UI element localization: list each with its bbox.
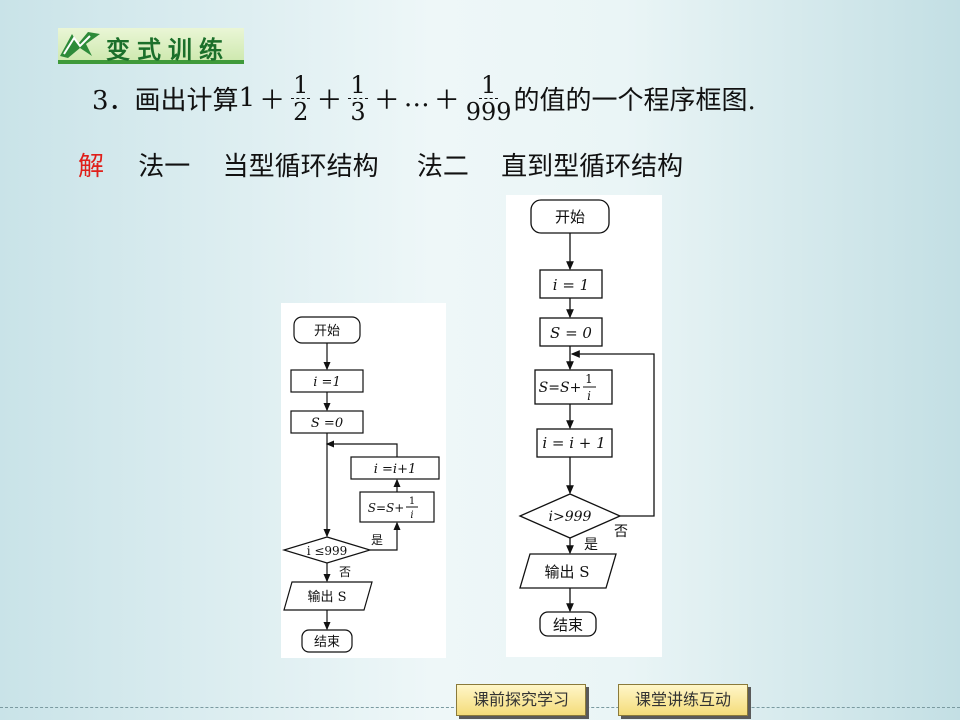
fraction-third: 1 3 — [348, 70, 368, 126]
in-class-practice-button[interactable]: 课堂讲练互动 — [618, 684, 748, 716]
problem-suffix: 的值的一个程序框图. — [513, 85, 756, 116]
update-s-label: S=S+ — [368, 501, 405, 515]
section-banner: 变式训练 — [58, 28, 244, 64]
method-two-desc: 直到型循环结构 — [501, 152, 684, 182]
condition-label: i>999 — [549, 509, 592, 525]
update-i-node — [350, 456, 440, 480]
output-node — [283, 581, 373, 611]
ellipsis: … — [403, 83, 430, 113]
update-s-denominator: i — [410, 510, 413, 521]
solution-label: 解 — [78, 152, 105, 182]
fraction-half: 1 2 — [291, 70, 311, 126]
output-label: 输出 S — [307, 589, 346, 605]
end-node — [539, 611, 597, 637]
fraction-numerator: 1 — [291, 70, 311, 99]
pre-class-study-button[interactable]: 课前探究学习 — [456, 684, 586, 716]
method-one-desc: 当型循环结构 — [222, 152, 379, 182]
update-s-label: S=S+ — [539, 380, 582, 396]
end-label: 结束 — [553, 616, 583, 634]
plus-sign: ＋ — [316, 85, 343, 116]
fraction-numerator: 1 — [348, 70, 368, 99]
output-node — [519, 553, 617, 589]
output-label: 输出 S — [544, 563, 589, 581]
start-label: 开始 — [555, 208, 585, 226]
plus-sign: ＋ — [259, 85, 286, 116]
init-i-node — [539, 269, 603, 299]
init-s-label: S =0 — [311, 416, 343, 431]
yes-label: 是 — [371, 533, 383, 547]
problem-statement: 3． 画出计算 1 ＋ 1 2 ＋ 1 3 ＋ … ＋ 1 999 的值的一个程… — [92, 64, 756, 132]
problem-number: 3． — [92, 85, 135, 116]
no-label: 否 — [614, 524, 628, 540]
fraction-last: 1 999 — [466, 72, 512, 125]
end-node — [301, 629, 353, 653]
leaf-logo-icon — [60, 32, 100, 58]
term-one: 1 — [238, 83, 256, 113]
update-i-label: i =i+1 — [374, 462, 417, 477]
update-s-node — [359, 491, 435, 523]
init-i-label: i =1 — [313, 375, 340, 390]
update-s-denominator: i — [587, 389, 591, 403]
condition-label: i ≤999 — [307, 544, 348, 558]
update-i-label: i = i + 1 — [542, 434, 605, 452]
update-i-node — [536, 428, 613, 458]
banner-title: 变式训练 — [106, 36, 230, 64]
fraction-denominator: 999 — [465, 97, 512, 126]
fraction-denominator: 3 — [350, 97, 366, 126]
end-label: 结束 — [314, 635, 340, 650]
update-s-numerator: 1 — [585, 372, 593, 386]
fraction-denominator: 2 — [293, 97, 309, 126]
method-one-label: 法一 — [138, 152, 191, 182]
init-s-label: S = 0 — [550, 324, 592, 342]
init-s-node — [539, 317, 603, 347]
update-s-node — [534, 369, 613, 405]
method-two-label: 法二 — [416, 152, 469, 182]
init-i-label: i = 1 — [553, 276, 589, 294]
yes-label: 是 — [584, 537, 598, 553]
plus-sign: ＋ — [433, 85, 460, 116]
plus-sign: ＋ — [373, 85, 400, 116]
solution-line: 解 法一 当型循环结构 法二 直到型循环结构 — [78, 146, 683, 183]
fraction-numerator: 1 — [479, 70, 499, 99]
no-label: 否 — [339, 565, 351, 579]
start-label: 开始 — [314, 324, 340, 339]
problem-prefix: 画出计算 — [134, 85, 239, 116]
update-s-numerator: 1 — [409, 496, 415, 507]
